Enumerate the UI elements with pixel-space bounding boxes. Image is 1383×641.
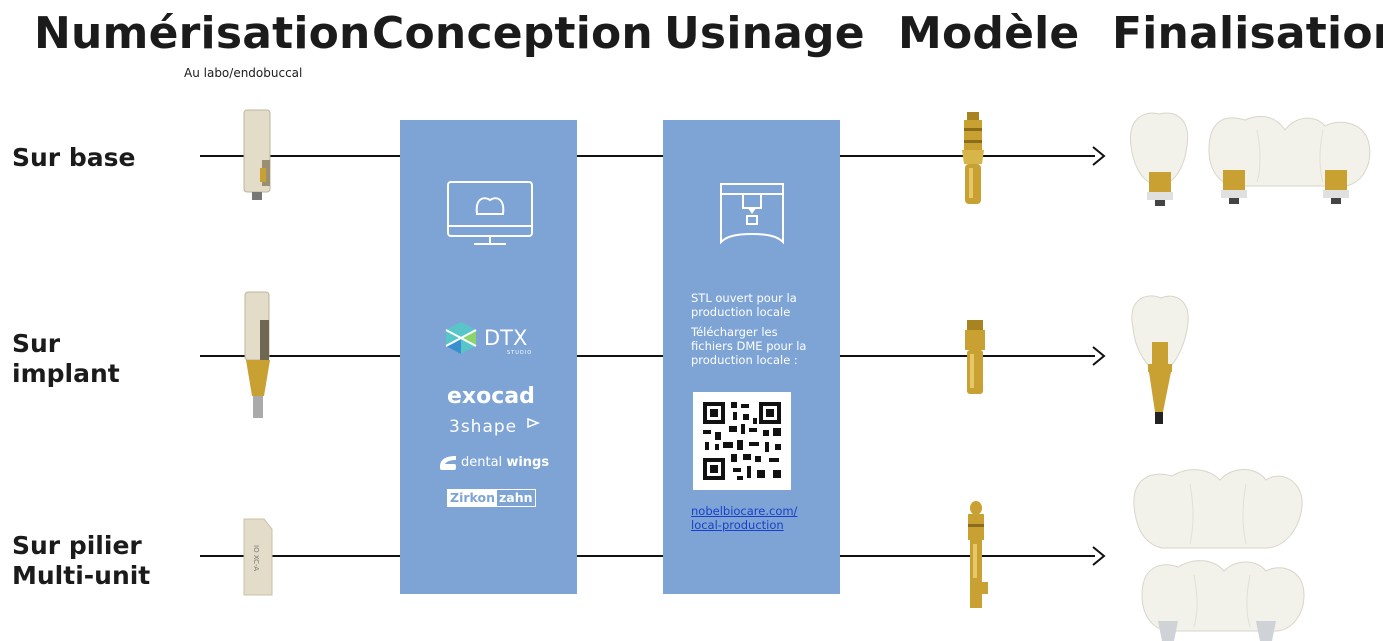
- dtx-studio-logo-icon: [445, 322, 477, 354]
- zirkonzahn-logo-a: Zirkon: [448, 490, 497, 506]
- local-production-link-l2[interactable]: local-production: [691, 518, 784, 532]
- row-label-multiunit-line2: Multi-unit: [12, 561, 151, 590]
- column-title-design: Conception: [372, 8, 653, 59]
- monitor-tooth-icon: [447, 181, 533, 245]
- threeshape-logo: 3shape: [449, 417, 517, 437]
- row-label-base: Sur base: [12, 143, 135, 173]
- arrowhead-implant-icon: [1092, 346, 1106, 366]
- flow-line-implant: [200, 355, 1095, 357]
- local-production-link[interactable]: nobelbiocare.com/ local-production: [691, 504, 797, 532]
- dtx-logo-main: DTX: [484, 326, 528, 350]
- zirkonzahn-logo-b: zahn: [498, 490, 533, 505]
- arrowhead-base-icon: [1092, 146, 1106, 166]
- milling-text2-l1: Télécharger les: [691, 325, 778, 339]
- column-title-scan: Numérisation: [34, 8, 371, 59]
- dental-wings-logo-a: dental: [461, 455, 503, 470]
- dtx-logo-sub: STUDIO: [507, 350, 533, 356]
- model-analog-multiunit-icon: [968, 501, 988, 608]
- crown-single-base-icon: [1129, 112, 1189, 206]
- bridge-base-icon: [1208, 115, 1371, 204]
- qr-code-icon[interactable]: [693, 392, 791, 490]
- scan-body-multiunit-icon: IO XC-A: [243, 518, 273, 596]
- column-title-model: Modèle: [898, 8, 1080, 59]
- scan-body-on-implant-icon: [244, 291, 270, 418]
- zirkonzahn-logo: Zirkon zahn: [447, 489, 536, 507]
- scan-subtitle: Au labo/endobuccal: [184, 66, 303, 80]
- design-panel: DTX STUDIO exocad 3shape dental wings Zi…: [400, 120, 577, 594]
- dental-wings-logo: dental wings: [461, 455, 549, 470]
- milling-panel: STL ouvert pour la production locale Tél…: [663, 120, 840, 594]
- milling-text1-l2: production locale: [691, 305, 791, 319]
- row-label-multiunit-line1: Sur pilier: [12, 531, 142, 560]
- threeshape-logo-text: 3shape: [449, 417, 518, 437]
- row-label-implant-line1: Sur: [12, 329, 61, 358]
- local-production-link-l1[interactable]: nobelbiocare.com/: [691, 504, 798, 518]
- arrowhead-multiunit-icon: [1092, 546, 1106, 566]
- column-title-milling: Usinage: [664, 8, 865, 59]
- row-label-implant: Sur implant: [12, 329, 120, 389]
- model-analog-base-icon: [962, 112, 984, 204]
- scan-body-on-base-icon: [243, 109, 271, 200]
- milling-text-download: Télécharger les fichiers DME pour la pro…: [691, 325, 806, 367]
- threeshape-triangle-icon: [527, 417, 540, 429]
- 3d-printer-icon: [720, 183, 784, 245]
- flow-line-multiunit: [200, 555, 1095, 557]
- dental-wings-logo-b: wings: [506, 455, 550, 470]
- bridge-multiunit-lower-icon: [1141, 560, 1305, 641]
- exocad-logo: exocad: [447, 384, 535, 409]
- scan-body-markings: IO XC-A: [252, 545, 260, 571]
- row-label-base-text: Sur base: [12, 143, 136, 172]
- milling-text-open-stl: STL ouvert pour la production locale: [691, 291, 797, 319]
- row-label-implant-line2: implant: [12, 359, 120, 388]
- model-analog-implant-icon: [965, 320, 985, 394]
- milling-text2-l2: fichiers DME pour la: [691, 339, 807, 353]
- dental-wings-logo-icon: [440, 456, 456, 470]
- milling-text1-l1: STL ouvert pour la: [691, 291, 797, 305]
- flow-line-base: [200, 155, 1095, 157]
- bridge-multiunit-upper-icon: [1133, 469, 1303, 549]
- crown-implant-icon: [1131, 295, 1189, 424]
- milling-text2-l3: production locale :: [691, 353, 798, 367]
- column-title-finish: Finalisation: [1112, 8, 1383, 59]
- row-label-multiunit: Sur pilier Multi-unit: [12, 531, 150, 591]
